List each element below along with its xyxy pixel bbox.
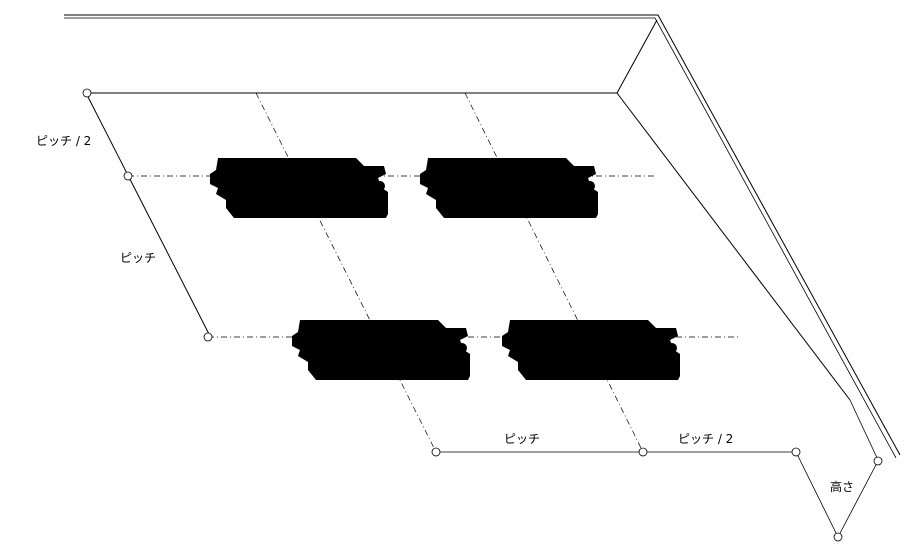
part-bottom-right <box>502 320 680 380</box>
label-pitch-bottom: ピッチ <box>504 432 540 446</box>
label-pitch-half-bottom: ピッチ / 2 <box>678 432 733 446</box>
dim-point <box>873 456 883 466</box>
part-top-left <box>210 158 388 218</box>
dim-point <box>123 171 133 181</box>
label-pitch-left: ピッチ <box>120 251 156 265</box>
dim-point <box>431 447 441 457</box>
dim-point <box>791 447 801 457</box>
part-bottom-left <box>292 320 470 380</box>
dim-point <box>638 447 648 457</box>
dimension-lines <box>82 88 883 542</box>
centerlines <box>128 92 740 453</box>
dim-point <box>82 88 92 98</box>
dim-point <box>833 532 843 542</box>
dim-point <box>203 332 213 342</box>
label-height: 高さ <box>830 479 854 494</box>
tray-outline <box>64 14 901 461</box>
part-top-right <box>420 158 598 218</box>
label-pitch-half-left: ピッチ / 2 <box>36 134 91 148</box>
